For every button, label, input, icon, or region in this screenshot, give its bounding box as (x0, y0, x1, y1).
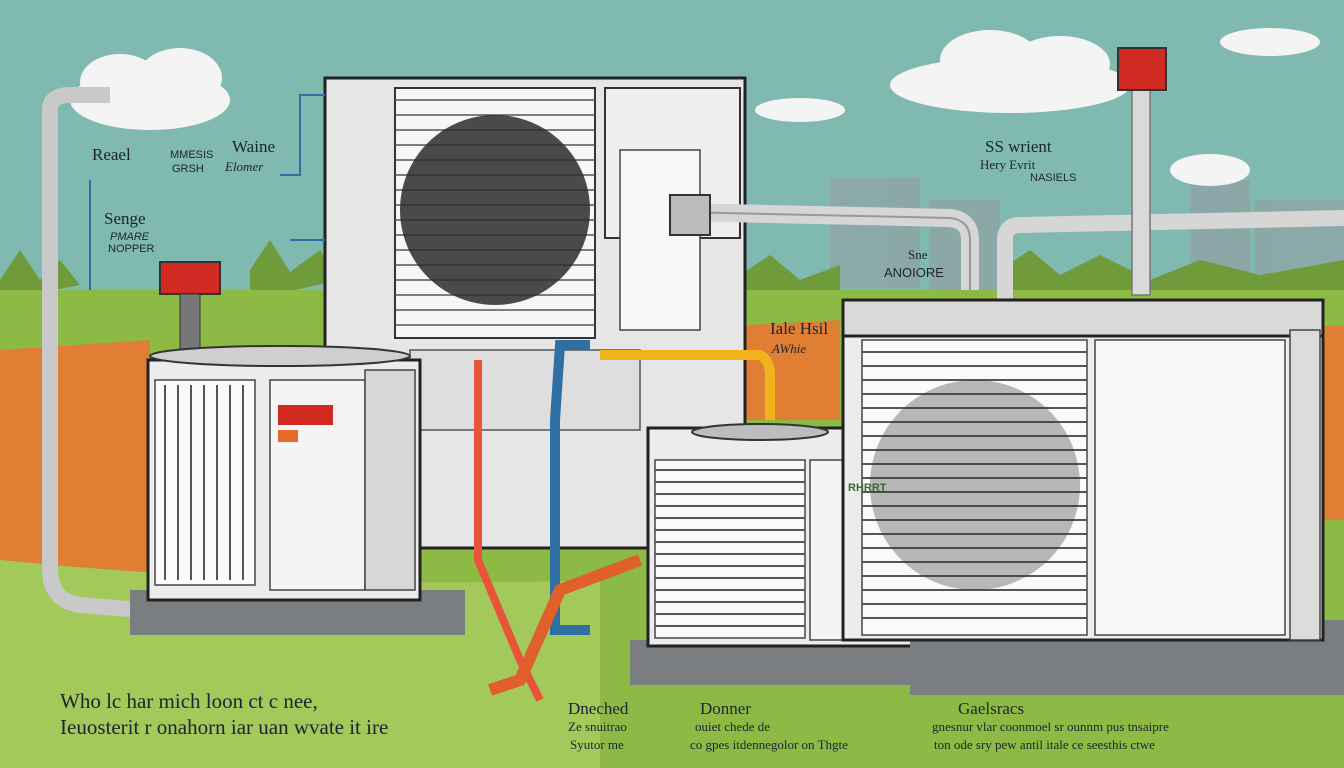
orange-band (0, 340, 150, 600)
right-top-pipe (997, 210, 1344, 300)
label-center-d: AWhie (772, 341, 807, 356)
cloud-small (755, 28, 1320, 186)
chimney (1131, 84, 1151, 296)
cloud-left (70, 48, 230, 130)
label-mid-left-b: PMARE (110, 231, 150, 243)
right-fan (870, 380, 1080, 590)
cloud-right (890, 30, 1130, 113)
label-top-right-b: Hery Evrit (980, 157, 1036, 172)
label-top-right-a: SS wrient (985, 137, 1052, 156)
bottom-right-line-1: Gaelsracs (958, 699, 1025, 718)
bottom-right-line-2: gnesnur vlar coonmoel sr ounnm pus tnsai… (932, 719, 1169, 734)
bottom-mid-line-3: Syutor me (570, 737, 624, 752)
label-center-a: Sne (908, 247, 928, 262)
right-outdoor-unit (841, 298, 1344, 695)
left-unit-label (278, 405, 333, 425)
leader-lines (89, 94, 325, 290)
label-center-b: ANOIORE (884, 265, 944, 280)
label-center-c: Iale Hsil (770, 319, 829, 338)
pipe-fitting (669, 194, 711, 236)
label-top-left-small-b: GRSH (172, 163, 204, 175)
left-outdoor-unit (130, 345, 465, 635)
label-top-left-side2: Elomer (225, 159, 264, 174)
bottom-left-line-1: Who lc har mich loon ct c nee, (60, 689, 318, 713)
chimney-cap (1117, 47, 1167, 91)
bottom-mid-line-1: Dneched (568, 699, 629, 718)
left-red-cap (159, 261, 221, 295)
center-indoor-unit (323, 76, 747, 550)
label-mid-left-c: NOPPER (108, 243, 155, 255)
label-top-left-side: Waine (232, 137, 275, 156)
left-vertical-pipe (42, 102, 148, 618)
label-top-left-small-a: MMESIS (170, 149, 214, 161)
orange-pipe (488, 554, 643, 696)
label-top-left-title: Reael (92, 145, 131, 164)
bottom-left-line-2: Ieuosterit r onahorn iar uan wvate it ir… (60, 715, 389, 739)
label-mid-left-a: Senge (104, 209, 146, 228)
label-top-right-c: NASIELS (1030, 172, 1077, 184)
center-fan (400, 115, 590, 305)
bottom-mid2-line-2: ouiet chede de (695, 719, 771, 734)
bottom-right-line-3: ton ode sry pew antil itale ce seesthis … (934, 737, 1155, 752)
yellow-pipe (600, 350, 775, 420)
blue-pipe (550, 340, 590, 635)
bottom-mid2-line-3: co gpes itdennegolor on Thgte (690, 737, 848, 752)
badge-middle-unit: RHRRT (848, 482, 887, 494)
red-pipe (474, 360, 544, 702)
bottom-mid-line-2: Ze snuitrao (568, 719, 627, 734)
bottom-mid2-line-1: Donner (700, 699, 751, 718)
